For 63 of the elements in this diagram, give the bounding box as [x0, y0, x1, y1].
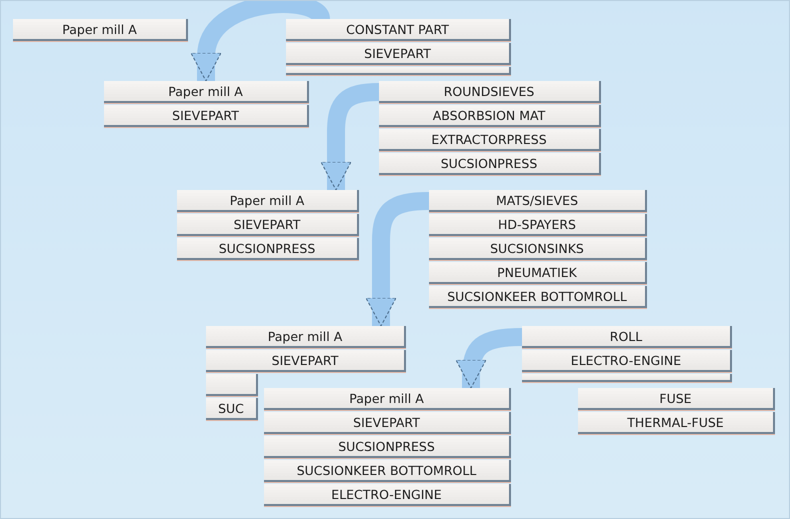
row-label: ELECTRO-ENGINE: [570, 352, 682, 368]
curved-arrow: [366, 192, 430, 326]
list-row-box: [177, 190, 359, 212]
row-label: SUCSIONPRESS: [218, 240, 316, 256]
row-label: HD-SPAYERS: [498, 216, 576, 232]
row-label: ABSORBSION MAT: [432, 108, 546, 122]
list-row-box: [578, 412, 775, 434]
row-label: MATS/SIEVES: [496, 192, 578, 208]
list-row-box: [264, 412, 511, 434]
row-label: SUCSIONKEER BOTTOMROLL: [447, 288, 627, 304]
list-row-box: [13, 19, 188, 41]
row-label: SIEVEPART: [353, 414, 420, 430]
list-row-box: [578, 388, 775, 410]
row-label: PNEUMATIEK: [497, 264, 577, 280]
list-row-box: [379, 105, 601, 127]
list-row-box: [264, 460, 511, 482]
list-row-box: [286, 19, 511, 41]
empty-row-box: [522, 374, 732, 382]
row-label: ELECTRO-ENGINE: [331, 486, 442, 502]
row-label: Paper mill A: [349, 390, 424, 406]
empty-row-box: [206, 374, 258, 396]
row-label: Paper mill A: [168, 84, 243, 98]
row-label: FUSE: [659, 390, 692, 406]
row-label: EXTRACTORPRESS: [431, 132, 547, 146]
row-label: THERMAL-FUSE: [627, 414, 724, 430]
list-row-box: [104, 81, 309, 103]
list-row-box: [286, 43, 511, 65]
row-label: SIEVEPART: [272, 352, 338, 368]
row-label: ROUNDSIEVES: [444, 84, 534, 98]
row-label: ROLL: [610, 328, 642, 344]
list-row-box: [429, 190, 647, 212]
row-label: SIEVEPART: [364, 46, 431, 60]
list-row-box: [429, 262, 647, 284]
curved-arrow: [320, 83, 380, 190]
list-row-box: [429, 214, 647, 236]
list-row-box: [379, 153, 601, 175]
list-row-box: [429, 238, 647, 260]
row-label: Paper mill A: [268, 328, 342, 344]
row-label: SUCSIONKEER BOTTOMROLL: [296, 462, 476, 478]
row-label: CONSTANT PART: [346, 22, 449, 36]
row-label: SIEVEPART: [234, 216, 300, 232]
list-row-box: [264, 388, 511, 410]
row-label: Paper mill A: [230, 192, 304, 208]
list-row-box: [379, 81, 601, 103]
list-row-box: [522, 326, 732, 348]
list-row-box: [379, 129, 601, 151]
list-row-box: [429, 286, 647, 308]
row-label: SUCSIONPRESS: [338, 438, 435, 454]
row-label: Paper mill A: [62, 22, 137, 36]
list-row-box: [177, 238, 359, 260]
list-row-box: [104, 105, 309, 127]
list-row-box: [264, 436, 511, 458]
list-row-box: [206, 398, 258, 420]
list-row-box: [522, 350, 732, 372]
row-label: SUC: [218, 400, 244, 416]
row-label: SUCSIONSINKS: [490, 240, 584, 256]
list-row-box: [177, 214, 359, 236]
list-row-box: [264, 484, 511, 506]
list-row-box: [206, 350, 406, 372]
list-row-box: [206, 326, 406, 348]
row-label: SIEVEPART: [172, 108, 239, 122]
row-label: SUCSIONPRESS: [440, 156, 538, 170]
empty-row-box: [286, 67, 511, 75]
